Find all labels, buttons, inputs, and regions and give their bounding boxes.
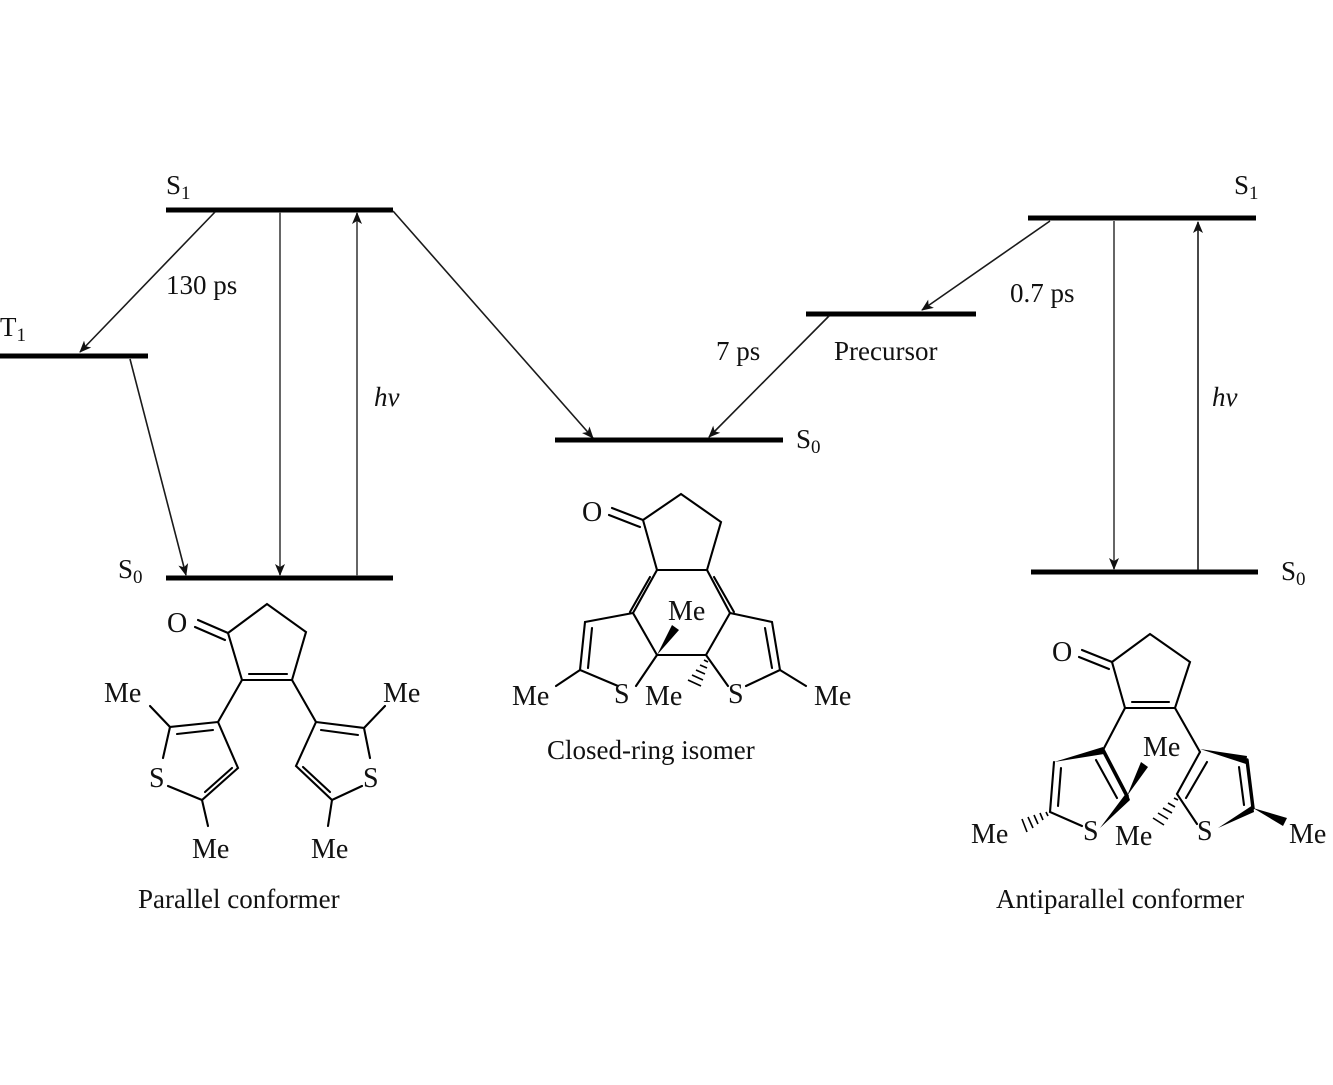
antiparallel-s1-label: S1 (1234, 170, 1259, 204)
antiparallel-right-me: Me (1289, 819, 1326, 850)
antiparallel-me-top: Me (1143, 732, 1180, 763)
parallel-s0-label: S0 (118, 554, 143, 588)
closed-left-sulfur: S (614, 679, 630, 710)
isc-time-label: 130 ps (166, 270, 237, 300)
closed-left-me: Me (512, 681, 549, 712)
antiparallel-oxygen: O (1052, 637, 1072, 668)
closed-right-sulfur: S (728, 679, 744, 710)
closed-wedge-bond (657, 625, 679, 655)
precursor-time-label: 7 ps (716, 336, 760, 366)
precursor-to-closed-arrow (708, 315, 830, 438)
antiparallel-left-me: Me (971, 819, 1008, 850)
parallel-left-me-bottom: Me (192, 834, 229, 865)
antiparallel-me-bottom: Me (1115, 821, 1152, 852)
closed-me-bottom: Me (645, 681, 682, 712)
parallel-hv-label: hν (374, 382, 400, 412)
parallel-left-sulfur: S (149, 763, 165, 794)
precursor-label: Precursor (834, 336, 937, 366)
antiparallel-conformer-caption: Antiparallel conformer (996, 884, 1244, 914)
antiparallel-levels: S1 S0 0.7 ps hν (921, 170, 1306, 590)
antiparallel-left-sulfur: S (1083, 816, 1099, 847)
closed-right-me: Me (814, 681, 851, 712)
antiparallel-wedge-bond-left (1127, 762, 1148, 796)
closed-hashed-bond (687, 659, 709, 687)
antiparallel-right-sulfur: S (1197, 816, 1213, 847)
parallel-oxygen: O (167, 608, 187, 639)
isc-arrow (79, 211, 216, 353)
parallel-conformer-structure: O S Me Me S Me Me (104, 602, 420, 865)
closed-me-top: Me (668, 596, 705, 627)
antiparallel-hashed-right (1152, 797, 1179, 826)
parallel-conformer-caption: Parallel conformer (138, 884, 340, 914)
antiparallel-time-label: 0.7 ps (1010, 278, 1075, 308)
parallel-right-sulfur: S (363, 763, 379, 794)
closed-levels: S0 Precursor 7 ps (555, 311, 976, 458)
closed-ring-structure: O S Me S Me Me Me (512, 492, 851, 712)
parallel-left-me-top: Me (104, 678, 141, 709)
antiparallel-hv-label: hν (1212, 382, 1238, 412)
antiparallel-hashed-left (1021, 811, 1049, 833)
t1-to-s0-arrow (129, 358, 189, 576)
antiparallel-conformer-structure: O S Me Me (971, 632, 1326, 852)
s1-to-closed-arrow (392, 210, 594, 439)
parallel-s1-label: S1 (166, 170, 191, 204)
parallel-right-me-bottom: Me (311, 834, 348, 865)
antiparallel-to-precursor-arrow (921, 220, 1051, 311)
closed-s0-label: S0 (796, 424, 821, 458)
antiparallel-wedge-bond-right (1253, 808, 1287, 826)
closed-ring-caption: Closed-ring isomer (547, 735, 755, 765)
antiparallel-s0-label: S0 (1281, 556, 1306, 590)
closed-oxygen: O (582, 497, 602, 528)
parallel-levels: S1 T1 S0 130 ps hν (0, 170, 594, 588)
parallel-right-me-top: Me (383, 678, 420, 709)
parallel-t1-label: T1 (0, 312, 26, 346)
